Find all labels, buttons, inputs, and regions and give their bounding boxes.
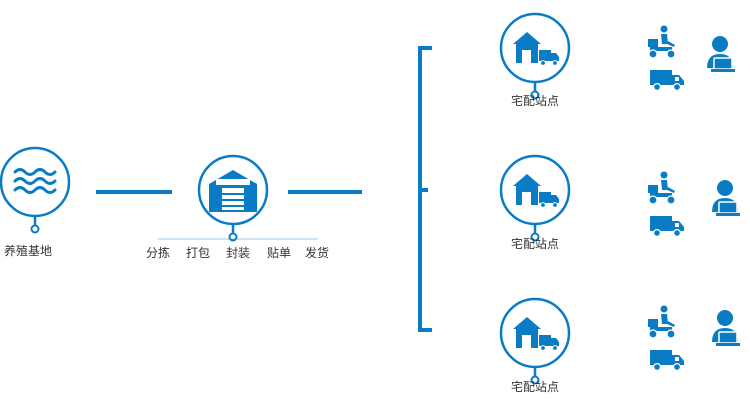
process-step-labeling: 贴单 (267, 246, 292, 260)
station-bracket (418, 46, 432, 332)
process-step-packing: 打包 (186, 246, 211, 260)
station-node-2 (499, 154, 571, 242)
delivery-group-1 (647, 24, 736, 92)
process-step-sorting: 分拣 (146, 246, 171, 260)
customer-laptop-icon (711, 309, 741, 347)
courier-scooter-icon (647, 24, 676, 59)
process-step-sealing: 封装 (226, 246, 251, 260)
warehouse-node (197, 154, 269, 242)
water-waves-icon (13, 168, 57, 194)
station-node-3 (499, 297, 571, 385)
customer-laptop-icon (711, 179, 741, 217)
process-step-shipping: 发货 (305, 246, 330, 260)
delivery-truck-icon (649, 215, 685, 237)
station-node-1 (499, 12, 571, 100)
station-label-3: 宅配站点 (510, 380, 559, 394)
station-label-1: 宅配站点 (510, 94, 559, 108)
courier-scooter-icon (647, 170, 676, 205)
customer-laptop-icon (706, 35, 736, 73)
delivery-truck-icon (649, 349, 685, 371)
station-label-2: 宅配站点 (510, 237, 559, 251)
origin-node (0, 146, 71, 234)
delivery-group-2 (647, 170, 741, 237)
courier-scooter-icon (647, 304, 676, 339)
origin-label: 养殖基地 (4, 244, 53, 258)
delivery-group-3 (647, 304, 741, 371)
delivery-truck-icon (649, 69, 685, 92)
warehouse-icon (209, 170, 257, 212)
